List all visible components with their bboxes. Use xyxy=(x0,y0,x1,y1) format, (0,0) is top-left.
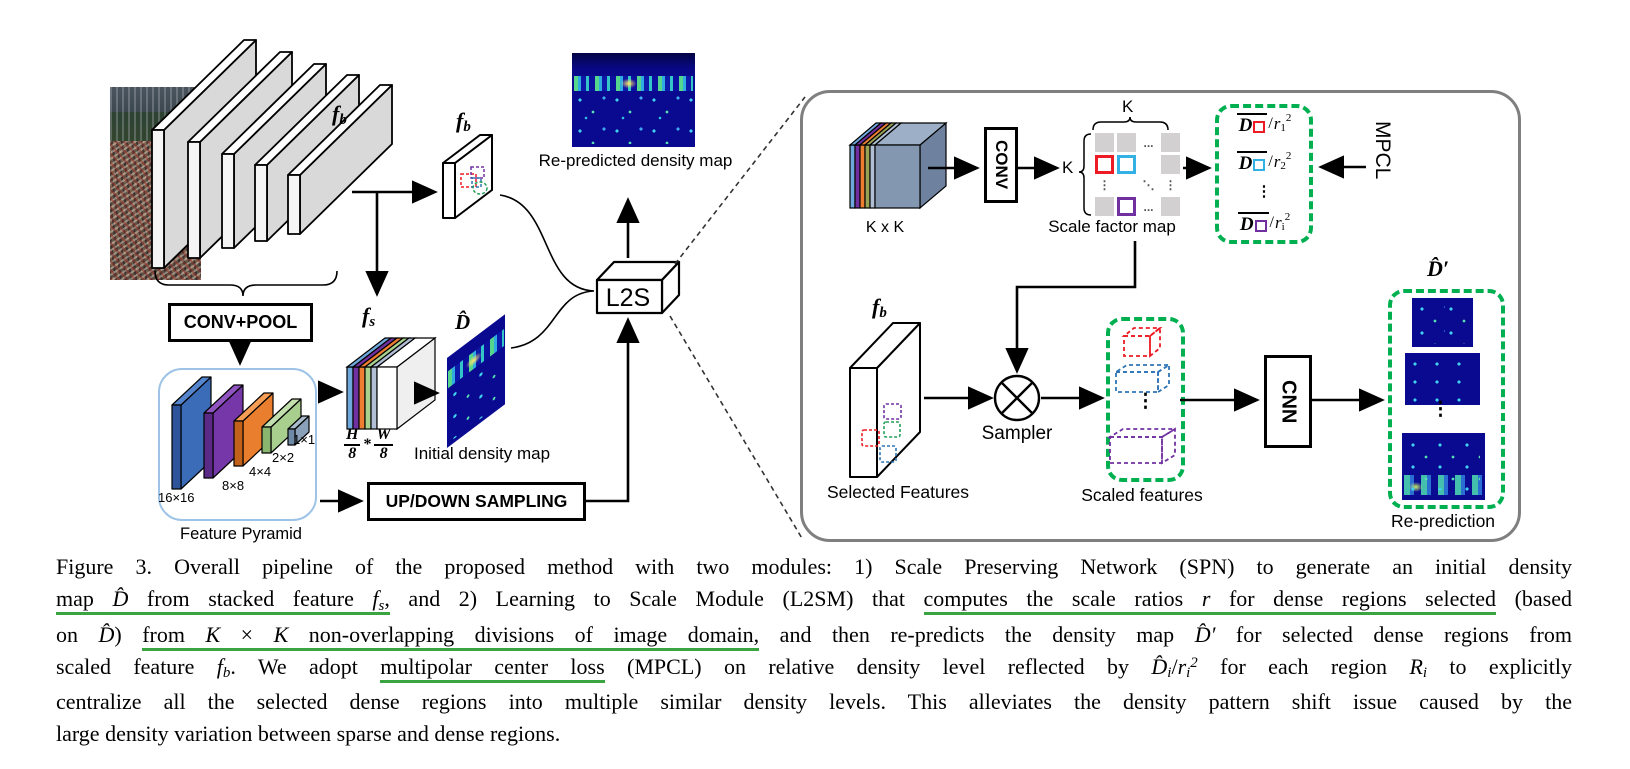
selected-features-label: Selected Features xyxy=(826,482,970,502)
re-predicted-density-map-image xyxy=(572,53,695,147)
fs-label: fs xyxy=(362,303,376,331)
pyramid-size-1: 1×1 xyxy=(293,432,316,447)
re-prediction-thumb-1 xyxy=(1412,298,1473,347)
region-square-purple-icon xyxy=(1254,219,1267,232)
initial-density-map-label: Initial density map xyxy=(414,444,551,463)
feature-pyramid-label: Feature Pyramid xyxy=(180,525,302,543)
region-square-red-icon xyxy=(1253,121,1266,133)
scale-factor-map-label: Scale factor map xyxy=(1048,217,1176,236)
caption-line-6: large density variation between sparse a… xyxy=(56,721,561,747)
up-down-sampling-label: UP/DOWN SAMPLING xyxy=(385,491,568,511)
feature-pyramid-box xyxy=(158,368,317,521)
fb-panel-label: fb xyxy=(872,294,887,322)
re-prediction-thumb-2 xyxy=(1405,353,1480,405)
figure-caption: Figure 3. Overall pipeline of the propos… xyxy=(56,551,1572,751)
caption-line-2: map D̂ from stacked feature fs, and 2) L… xyxy=(56,586,1572,616)
k-top-label: K xyxy=(1122,97,1134,116)
mpcl-label: MPCL xyxy=(1371,121,1394,180)
conv-pool-box: CONV+POOL xyxy=(168,303,313,342)
re-prediction-vdots: ⋮ xyxy=(1431,399,1450,420)
fb-backbone-label: fb xyxy=(332,101,347,129)
conv-pool-label: CONV+POOL xyxy=(183,312,298,332)
caption-line-3: on D̂) from K × K non-overlapping divisi… xyxy=(56,619,1572,651)
caption-line-4: scaled feature fb. We adopt multipolar c… xyxy=(56,653,1572,683)
scaled-features-vdots: ⋮ xyxy=(1136,391,1155,412)
sampler-label: Sampler xyxy=(981,423,1053,444)
fb-feature-cube xyxy=(442,134,493,219)
grid-cell-red xyxy=(1095,155,1114,174)
scaled-features-label: Scaled features xyxy=(1081,485,1203,505)
grid-cell-purple xyxy=(1117,197,1136,216)
pyramid-size-8: 8×8 xyxy=(222,478,245,493)
cnn-box: CNN xyxy=(1264,355,1312,448)
dhat-prime-label: D̂′ xyxy=(1427,256,1450,281)
conv-label: CONV xyxy=(992,140,1011,190)
l2s-label: L2S xyxy=(605,284,651,312)
region-square-cyan-icon xyxy=(1253,158,1266,171)
pyramid-size-4: 4×4 xyxy=(249,464,272,479)
fb-cube-region-markers xyxy=(460,166,488,195)
fs-stacked-features xyxy=(345,336,437,431)
pyramid-size-2: 2×2 xyxy=(272,450,295,465)
re-predicted-map-label: Re-predicted density map xyxy=(538,151,733,170)
conv-box: CONV xyxy=(984,127,1018,203)
dhat-label: D̂ xyxy=(455,310,471,334)
caption-line-5: centralize all the selected dense region… xyxy=(56,689,1572,715)
scale-factor-map-grid: ... ⋮ ⋱ ⋮ ... xyxy=(1095,133,1183,218)
fb-cube-label: fb xyxy=(456,108,471,136)
crowd-input-image xyxy=(110,87,201,281)
cnn-label: CNN xyxy=(1277,379,1300,424)
caption-line-1: Figure 3. Overall pipeline of the propos… xyxy=(56,554,1572,579)
re-prediction-thumb-3 xyxy=(1402,433,1485,500)
pyramid-size-16: 16×16 xyxy=(158,490,195,505)
up-down-sampling-box: UP/DOWN SAMPLING xyxy=(367,482,586,521)
kxk-label: K x K xyxy=(865,219,905,236)
ratio-vdots: ⋮ xyxy=(1256,183,1272,201)
merge-brace xyxy=(499,194,595,349)
k-left-label: K xyxy=(1062,158,1074,177)
re-prediction-box xyxy=(1388,289,1505,509)
grid-cell-cyan xyxy=(1117,155,1136,174)
re-prediction-label: Re-prediction xyxy=(1390,511,1496,531)
